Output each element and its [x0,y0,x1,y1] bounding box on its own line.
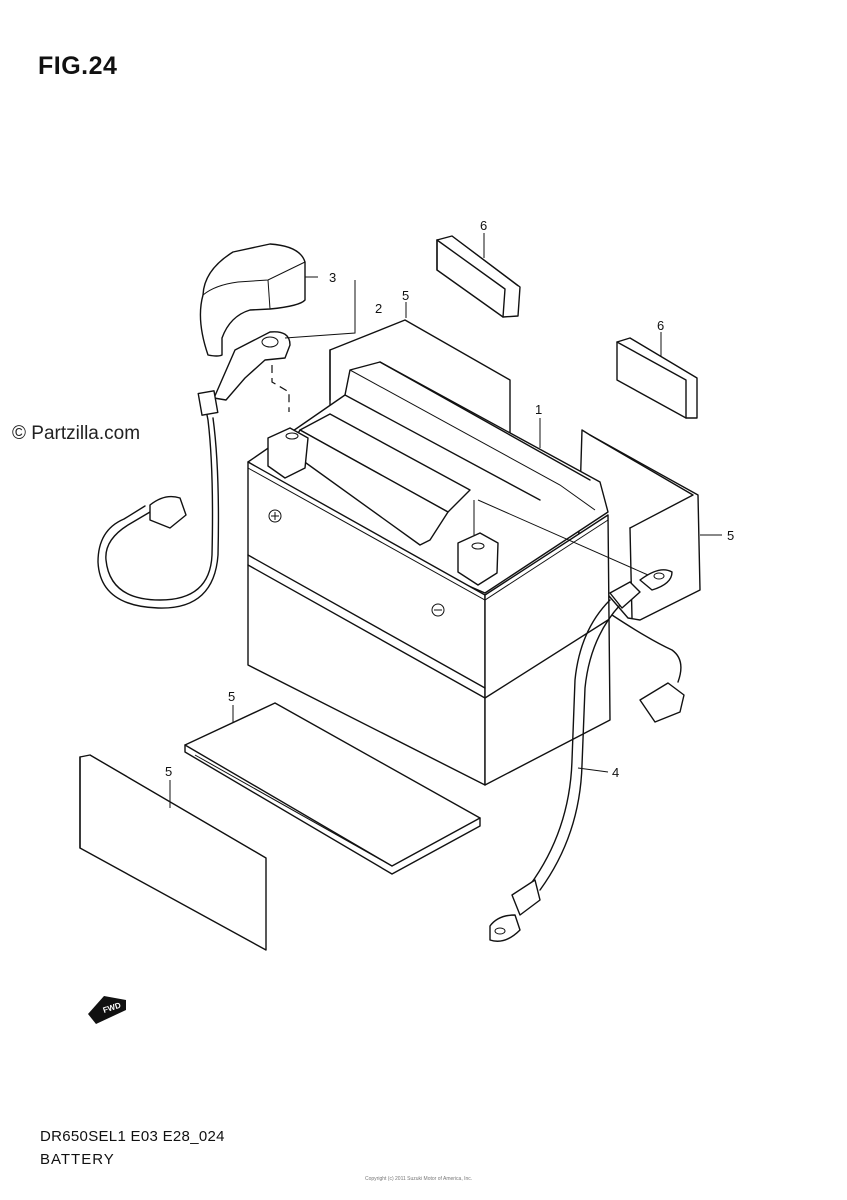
partzilla-watermark: © Partzilla.com [12,423,141,444]
callout-6-top: 6 [480,218,487,233]
callout-5-right: 5 [727,528,734,543]
callout-1: 1 [535,402,542,417]
callout-5-front: 5 [165,764,172,779]
diagram-code: DR650SEL1 E03 E28_024 [40,1128,225,1145]
callout-4: 4 [612,765,619,780]
part-2-bolt-bracket [213,331,291,412]
callout-2: 2 [375,301,382,316]
diagram-name: BATTERY [40,1151,115,1168]
callout-5-back: 5 [402,288,409,303]
part-6-pad-right [616,337,698,419]
copyright-note: Copyright (c) 2011 Suzuki Motor of Ameri… [365,1176,473,1182]
callout-leaders [169,233,722,808]
callout-3: 3 [329,270,336,285]
figure-title: FIG.24 [38,52,118,80]
front-direction-arrow: FWD [88,996,126,1024]
negative-cable [97,390,220,609]
part-5-tray-bottom [184,702,481,875]
part-6-pad-top [436,235,521,318]
callout-6-right: 6 [657,318,664,333]
part-4-positive-cable [489,569,685,942]
callout-5-tray: 5 [228,689,235,704]
part-1-battery [247,361,649,786]
part-3-terminal-cover [199,243,306,357]
part-5-panel-front [79,754,267,951]
